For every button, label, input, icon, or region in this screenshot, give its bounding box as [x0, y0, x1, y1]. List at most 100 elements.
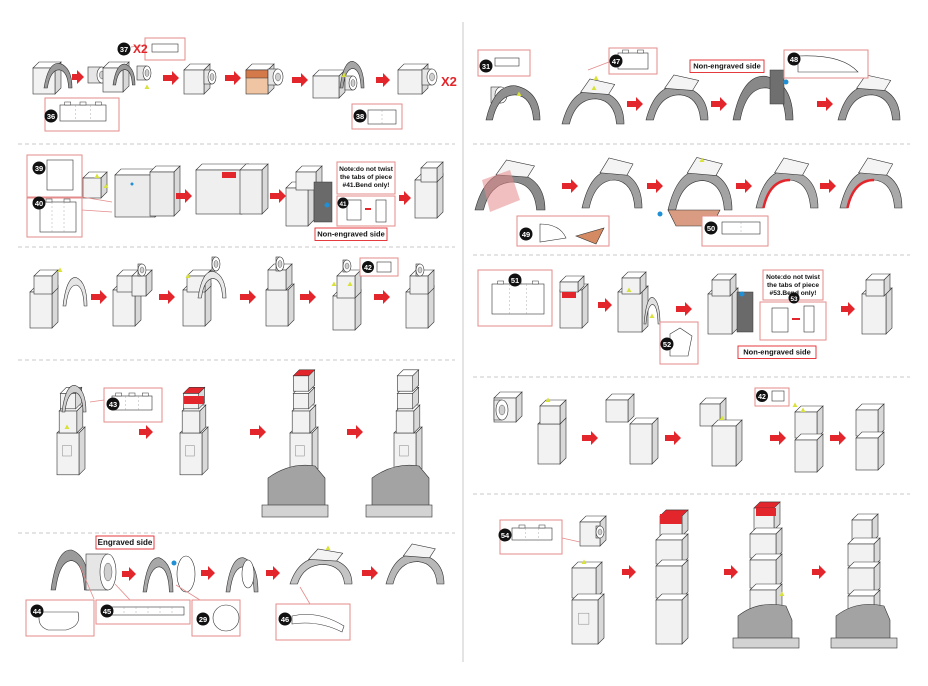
step-arrow	[176, 189, 192, 203]
piece-badge	[117, 42, 131, 56]
part-front	[292, 375, 309, 392]
piece-badge	[100, 604, 114, 618]
piece-badge	[337, 197, 349, 209]
note-line: Note:do not twist	[339, 166, 394, 173]
multiplier-x2-a: X2	[133, 42, 148, 56]
dark-panel	[769, 69, 785, 105]
note-line: the tabs of piece	[767, 282, 819, 289]
paper-part	[33, 269, 59, 295]
leader-line	[587, 61, 610, 71]
paper-part	[186, 269, 212, 293]
section-dividers	[18, 22, 910, 662]
piece-number: 39	[35, 164, 43, 173]
label-box	[314, 227, 388, 241]
piece-outline	[771, 307, 789, 333]
piece-badge	[196, 612, 210, 626]
hint-triangle	[699, 157, 705, 162]
piece-number: 49	[522, 230, 530, 239]
paper-part	[396, 369, 420, 392]
unfolded-piece	[111, 392, 153, 411]
hint-triangle	[792, 402, 798, 407]
unfolded-piece	[151, 43, 179, 53]
shell-body	[667, 169, 733, 211]
part-front	[183, 69, 205, 95]
hint-triangle	[94, 173, 100, 178]
part-front	[539, 405, 561, 425]
shell-body	[62, 277, 88, 307]
paper-cylinder	[211, 256, 221, 272]
paper-part	[539, 399, 567, 425]
piece-outline	[59, 104, 107, 122]
part-front	[711, 425, 737, 467]
paper-shell	[339, 61, 365, 89]
hint-triangle	[593, 75, 599, 80]
base-shell	[835, 604, 891, 641]
part-front	[285, 187, 309, 227]
part-front	[861, 293, 887, 335]
paper-cylinder	[137, 263, 147, 277]
paper-part	[559, 275, 585, 293]
paper-shell	[50, 549, 90, 591]
dark-panel	[313, 181, 333, 223]
part-front	[571, 599, 599, 645]
piece-tab	[45, 198, 53, 203]
piece-tab	[128, 392, 136, 397]
piece-badge	[756, 390, 768, 402]
step-arrow	[820, 179, 836, 193]
piece-number: 52	[663, 340, 671, 349]
piece-number: 51	[511, 276, 519, 285]
hint-triangle	[341, 72, 347, 77]
shell-body	[142, 557, 174, 593]
piece-outline	[771, 390, 785, 402]
part-front	[571, 567, 597, 599]
part-front	[537, 423, 561, 465]
cyl-inner	[277, 260, 283, 268]
cyl-inner	[429, 72, 435, 82]
hint-triangle	[331, 281, 337, 286]
part-side	[595, 561, 603, 599]
step-arrow	[665, 431, 681, 445]
part-side	[559, 417, 567, 465]
piece-number: 44	[33, 607, 42, 616]
part-front	[131, 275, 147, 297]
step-arrow	[817, 97, 833, 111]
part-side	[877, 431, 885, 471]
piece-outline	[803, 305, 815, 333]
piece-badge	[787, 52, 801, 66]
orange-piece	[575, 227, 605, 245]
part-detail	[295, 445, 305, 457]
part-front	[707, 293, 733, 335]
hint-dot	[171, 560, 177, 566]
step-arrow	[266, 566, 280, 580]
part-detail	[578, 612, 590, 625]
cyl-inner	[344, 262, 350, 270]
piece-tab	[115, 392, 122, 397]
part-top	[195, 163, 249, 171]
step-arrow	[270, 189, 286, 203]
hint-triangle	[800, 407, 806, 412]
step-arrow	[676, 302, 692, 316]
part-front	[621, 277, 641, 295]
paper-part	[847, 561, 881, 595]
shell-body	[289, 557, 353, 585]
paper-part	[794, 433, 824, 473]
step-arrow	[159, 290, 175, 304]
piece-outline	[46, 159, 74, 191]
paper-part	[239, 163, 269, 215]
base-plate	[732, 637, 800, 649]
paper-part	[847, 537, 881, 567]
base-plate	[261, 504, 329, 518]
note-line: #41.Bend only!	[343, 182, 390, 189]
shell-top	[858, 157, 894, 176]
hint-triangle	[626, 287, 632, 292]
paper-part	[855, 403, 885, 437]
part-front	[414, 179, 438, 219]
piece-badge	[353, 109, 367, 123]
unfolded-piece	[803, 305, 815, 333]
paper-part	[179, 426, 209, 476]
part-front	[855, 437, 879, 471]
hint-triangle	[719, 415, 725, 420]
